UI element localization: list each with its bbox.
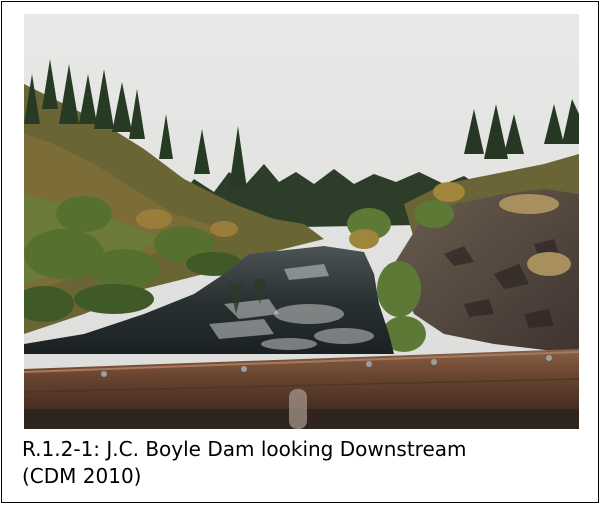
caption-line-2: (CDM 2010) bbox=[22, 464, 142, 488]
river-photo bbox=[24, 14, 579, 429]
caption-line-1: R.1.2-1: J.C. Boyle Dam looking Downstre… bbox=[22, 437, 467, 461]
figure-caption: R.1.2-1: J.C. Boyle Dam looking Downstre… bbox=[22, 436, 592, 490]
